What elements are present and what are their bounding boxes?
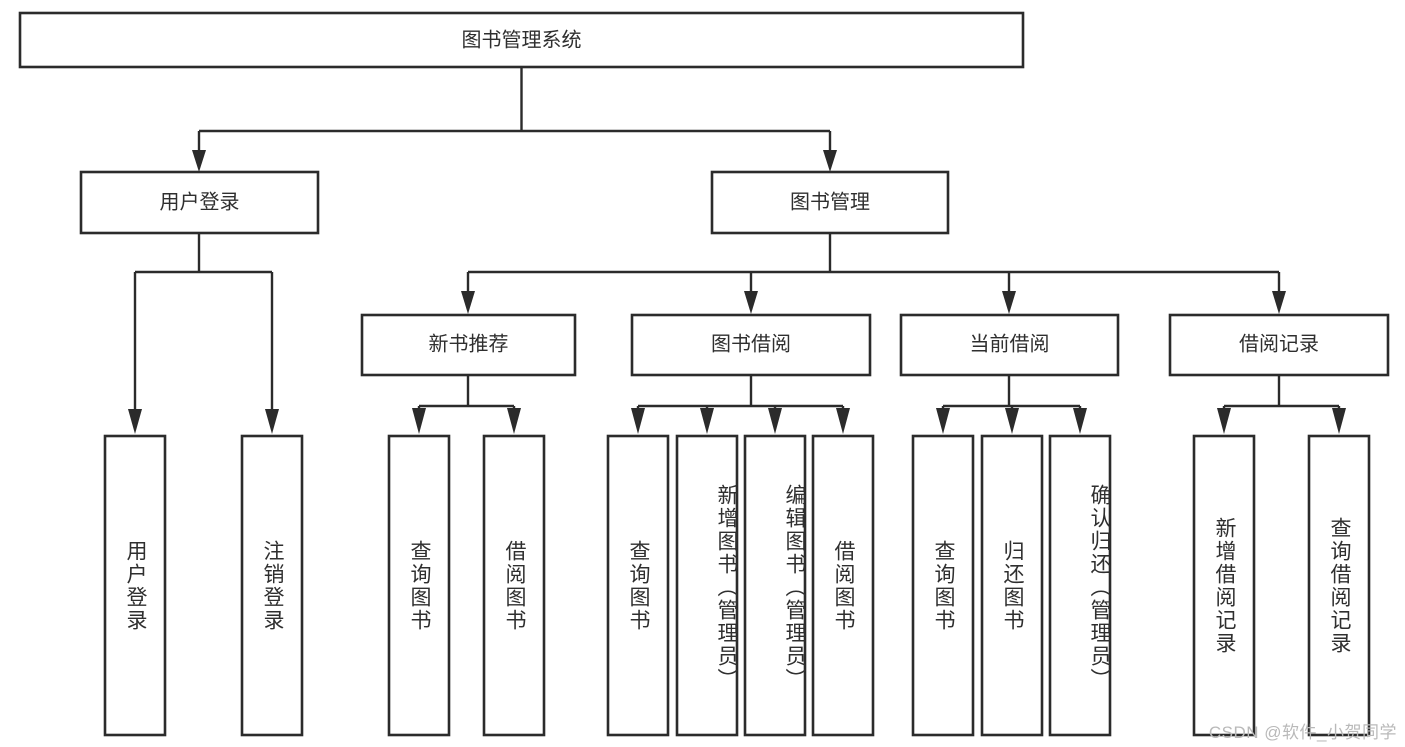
arrow-head-icon [744, 291, 758, 314]
arrow-head-icon [631, 408, 645, 434]
node-user-login-box[interactable] [79, 170, 320, 235]
leaf-box-current-borrow-3[interactable] [1048, 434, 1112, 737]
leaf-box-borrow-records-2[interactable] [1307, 434, 1371, 737]
node-root[interactable]: 图书管理系统 [18, 11, 1025, 69]
node-user-login-label: 用户登录 [160, 190, 240, 213]
arrow-head-icon [412, 408, 426, 434]
leaf-box-new-book-2[interactable] [482, 434, 546, 737]
connector-group-root [192, 67, 837, 172]
connector-group-book-manage [461, 233, 1286, 314]
connector-group-user-login [128, 233, 279, 434]
leaf-box-new-book-1[interactable] [387, 434, 451, 737]
arrow-head-icon [192, 150, 206, 172]
connector-group-current-borrow [936, 375, 1087, 434]
arrow-head-icon [823, 150, 837, 172]
arrow-head-icon [936, 408, 950, 434]
arrow-head-icon [461, 291, 475, 314]
connector-group-new-book [412, 375, 521, 434]
arrow-head-icon [836, 408, 850, 434]
node-user-login[interactable]: 用户登录 [79, 170, 320, 235]
arrow-head-icon [1332, 408, 1346, 434]
node-borrow-records-label: 借阅记录 [1239, 332, 1319, 355]
node-book-manage[interactable]: 图书管理 [710, 170, 950, 235]
node-book-borrow[interactable]: 图书借阅 [630, 313, 872, 377]
arrow-head-icon [1073, 408, 1087, 434]
node-current-borrow-box[interactable] [899, 313, 1120, 377]
arrow-head-icon [1272, 291, 1286, 314]
arrow-head-icon [507, 408, 521, 434]
node-book-borrow-box[interactable] [630, 313, 872, 377]
node-book-manage-box[interactable] [710, 170, 950, 235]
node-book-manage-label: 图书管理 [790, 190, 870, 213]
connector-group-book-borrow [631, 375, 850, 434]
node-borrow-records[interactable]: 借阅记录 [1168, 313, 1390, 377]
leaf-box-book-borrow-1[interactable] [606, 434, 670, 737]
node-new-book-recommend-box[interactable] [360, 313, 577, 377]
node-new-book-recommend[interactable]: 新书推荐 [360, 313, 577, 377]
leaf-box-user-login-2[interactable] [240, 434, 304, 737]
arrow-head-icon [1217, 408, 1231, 434]
csdn-watermark: CSDN @软件_小贺同学 [1208, 723, 1397, 742]
arrow-head-icon [700, 408, 714, 434]
leaf-box-user-login-1[interactable] [103, 434, 167, 737]
leaf-box-book-borrow-3[interactable] [743, 434, 807, 737]
arrow-head-icon [768, 408, 782, 434]
arrow-head-icon [1005, 408, 1019, 434]
arrow-head-icon [128, 409, 142, 434]
node-root-box[interactable] [18, 11, 1025, 69]
connector-group-borrow-records [1217, 375, 1346, 434]
node-book-borrow-label: 图书借阅 [711, 332, 791, 355]
node-current-borrow[interactable]: 当前借阅 [899, 313, 1120, 377]
leaf-box-current-borrow-1[interactable] [911, 434, 975, 737]
node-root-label: 图书管理系统 [462, 28, 582, 51]
node-borrow-records-box[interactable] [1168, 313, 1390, 377]
arrow-head-icon [1002, 291, 1016, 314]
leaf-box-current-borrow-2[interactable] [980, 434, 1044, 737]
leaf-box-book-borrow-4[interactable] [811, 434, 875, 737]
leaf-box-borrow-records-1[interactable] [1192, 434, 1256, 737]
arrow-head-icon [265, 409, 279, 434]
node-new-book-recommend-label: 新书推荐 [429, 332, 509, 355]
node-current-borrow-label: 当前借阅 [970, 332, 1050, 355]
leaf-box-book-borrow-2[interactable] [675, 434, 739, 737]
